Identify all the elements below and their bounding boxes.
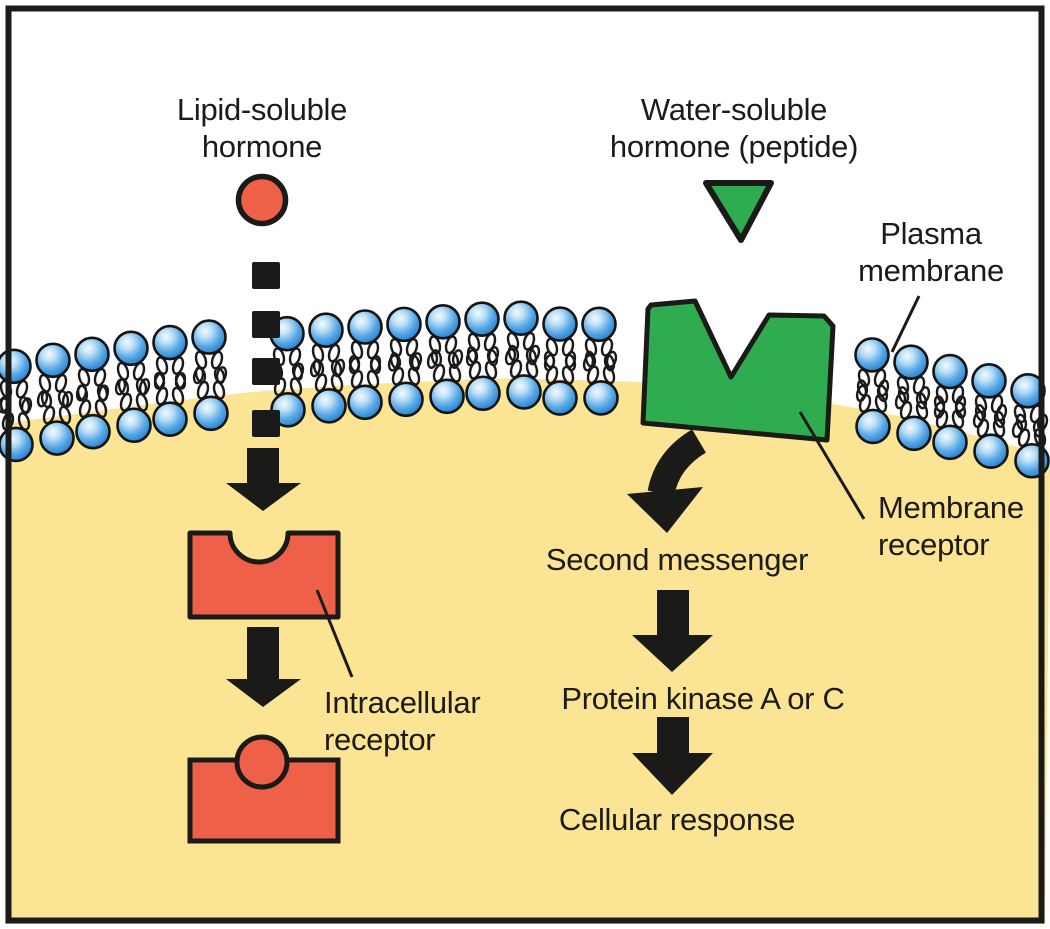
lipid-head (542, 380, 578, 416)
phospholipid (116, 378, 152, 444)
bound-hormone-shape (234, 734, 290, 790)
phospholipid (855, 379, 891, 445)
lipid-head (311, 388, 347, 424)
membrane-receptor-shape (640, 298, 836, 443)
lipid-head (506, 374, 542, 410)
label-intracellular-receptor: Intracellular receptor (324, 685, 481, 757)
phospholipid (39, 390, 75, 456)
figure-frame (5, 5, 1045, 924)
lipid-head (347, 309, 383, 345)
phospholipid (896, 386, 932, 452)
dash-segment (252, 311, 280, 338)
curved-arrow-head (627, 487, 703, 533)
label-water-soluble-hormone: Water-soluble hormone (peptide) (609, 92, 859, 164)
label-cellular-response: Cellular response (558, 802, 796, 837)
phospholipid (932, 395, 968, 461)
phospholipid (932, 353, 968, 419)
phospholipid (311, 358, 347, 424)
phospholipid (506, 344, 542, 410)
lipid-head (347, 384, 383, 421)
down-arrow-to-protein-kinase (632, 590, 713, 672)
phospholipid (583, 350, 619, 416)
lipid-head (386, 306, 422, 343)
lipid-head (191, 319, 227, 355)
phospholipid (308, 312, 344, 378)
lipid-head (465, 375, 501, 412)
plasma-membrane-bilayer (0, 300, 1050, 479)
phospholipid (425, 303, 461, 369)
dash-segment (252, 358, 280, 385)
phospholipid (542, 350, 578, 416)
lipid-head (0, 348, 32, 385)
phospholipid (347, 309, 383, 375)
phospholipid (113, 330, 149, 396)
lipid-head (464, 301, 500, 337)
lipid-head (855, 408, 891, 445)
label-second-messenger: Second messenger (545, 542, 809, 577)
lipid-head (971, 363, 1007, 399)
label-membrane-receptor: Membrane receptor (878, 490, 1024, 562)
lipid-head (113, 330, 149, 367)
lipid-head (74, 336, 110, 373)
phospholipid (503, 300, 539, 366)
lipid-head (896, 415, 932, 452)
down-arrow-to-intracellular-receptor (226, 448, 301, 511)
intracellular-receptor-pointer-line (315, 589, 354, 678)
cytoplasm-region (5, 378, 1050, 924)
lipid-head (503, 300, 539, 337)
lipid-head (116, 407, 152, 444)
phospholipid (429, 349, 465, 415)
membrane-receptor-pointer-line (798, 411, 866, 520)
lipid-head (388, 381, 424, 418)
down-arrow-to-cellular-response (632, 717, 713, 795)
phospholipid (74, 336, 110, 402)
phospholipid (35, 342, 71, 408)
lipid-head (193, 395, 229, 432)
phospholipid (973, 404, 1009, 470)
phospholipid (152, 371, 188, 437)
plasma-membrane-pointer-line (890, 295, 921, 353)
lipid-head (308, 312, 344, 348)
lipid-head (429, 378, 465, 415)
water-soluble-hormone-shape (703, 180, 774, 243)
dash-segment (252, 262, 280, 289)
phospholipid (388, 352, 424, 418)
intracellular-receptor-shape (187, 530, 341, 620)
lipid-head (35, 342, 71, 379)
phospholipid (75, 384, 111, 450)
phospholipid (1010, 372, 1046, 438)
lipid-head (932, 424, 968, 461)
down-arrow-to-bound-receptor (226, 627, 301, 707)
lipid-head (39, 420, 75, 456)
lipid-head (152, 401, 188, 437)
lipid-head (893, 344, 929, 380)
lipid-head (152, 324, 188, 361)
lipid-head (973, 433, 1009, 470)
phospholipid (971, 363, 1007, 429)
phospholipid (347, 355, 383, 421)
label-plasma-membrane: Plasma membrane (858, 216, 1004, 288)
label-lipid-soluble-hormone: Lipid-soluble hormone (176, 92, 348, 164)
lipid-head (583, 380, 619, 416)
lipid-head (0, 426, 34, 463)
label-protein-kinase: Protein kinase A or C (561, 681, 845, 716)
curved-arrow-from-membrane-receptor (647, 429, 707, 496)
phospholipid (193, 366, 229, 432)
lipid-soluble-hormone-shape (235, 173, 289, 227)
lipid-head (932, 353, 968, 390)
lipid-head (581, 306, 617, 343)
diffusion-dashed-arrow (252, 262, 280, 437)
lipid-head (542, 306, 578, 342)
lipid-head (75, 413, 111, 450)
phospholipid (465, 346, 501, 412)
dash-segment (252, 410, 280, 437)
lipid-head (425, 303, 461, 340)
phospholipid (581, 306, 617, 372)
lipid-head (854, 337, 890, 373)
